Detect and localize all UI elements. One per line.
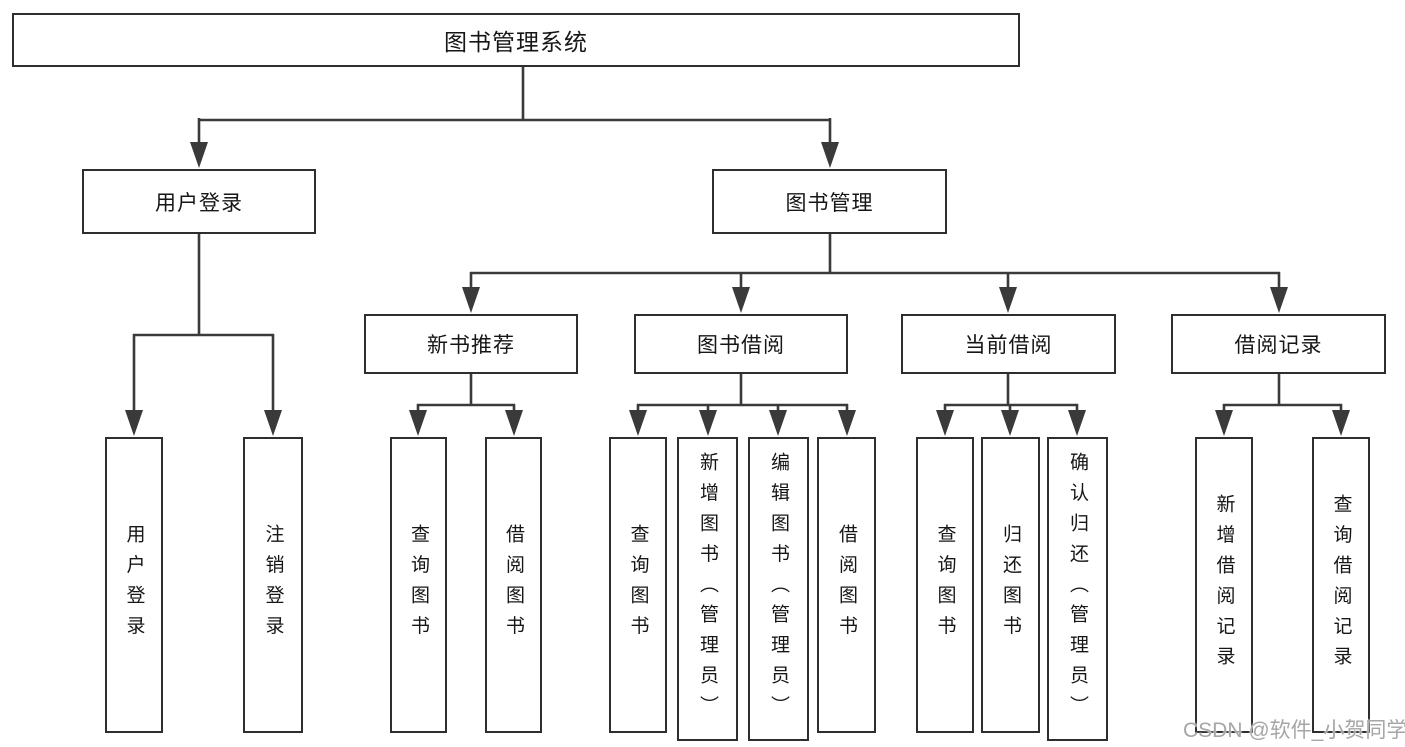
node-new-book-recommend-label: 新书推荐: [427, 334, 515, 357]
node-current-borrow-label: 当前借阅: [964, 334, 1053, 357]
leaf-borrow-books-recommend-label: 借阅图书: [503, 524, 524, 646]
leaf-borrow-books-label: 借阅图书: [836, 524, 857, 646]
node-book-management-label: 图书管理: [785, 191, 874, 215]
node-new-book-recommend: 新书推荐: [364, 314, 578, 374]
leaf-borrow-books-recommend: 借阅图书: [485, 437, 542, 733]
connector-current-borrow-to-leaves: [936, 374, 1086, 436]
leaf-return-book-label: 归还图书: [1000, 524, 1021, 646]
leaf-query-books-borrow: 查询图书: [609, 437, 667, 733]
node-book-management: 图书管理: [712, 169, 947, 234]
leaf-user-login: 用户登录: [105, 437, 163, 733]
node-book-borrow-label: 图书借阅: [697, 334, 785, 357]
leaf-return-book: 归还图书: [981, 437, 1040, 733]
leaf-query-books-current: 查询图书: [916, 437, 974, 733]
node-user-login-group-label: 用户登录: [155, 191, 243, 215]
connector-book-borrow-to-leaves: [629, 374, 856, 436]
leaf-borrow-books: 借阅图书: [817, 437, 876, 733]
leaf-query-books-borrow-label: 查询图书: [627, 524, 649, 646]
leaf-logout-label: 注销登录: [262, 524, 284, 646]
leaf-query-borrow-record-label: 查询借阅记录: [1330, 493, 1352, 677]
node-root-system: 图书管理系统: [12, 13, 1020, 67]
leaf-query-books-recommend: 查询图书: [390, 437, 447, 733]
leaf-confirm-return-admin: 确认归还（管理员）: [1047, 437, 1108, 741]
node-current-borrow: 当前借阅: [901, 314, 1116, 374]
leaf-add-book-admin-label: 新增图书（管理员）: [697, 452, 718, 726]
watermark-text: CSDN @软件_小贺同学: [1183, 719, 1405, 742]
leaf-query-borrow-record: 查询借阅记录: [1312, 437, 1370, 733]
node-borrow-records: 借阅记录: [1171, 314, 1386, 374]
connector-borrow-records-to-leaves: [1215, 374, 1350, 436]
leaf-add-book-admin: 新增图书（管理员）: [677, 437, 738, 741]
connector-user-login-to-leaves: [125, 233, 282, 436]
connector-new-book-rec-to-leaves: [409, 374, 523, 436]
leaf-edit-book-admin-label: 编辑图书（管理员）: [768, 452, 789, 726]
leaf-query-books-recommend-label: 查询图书: [408, 524, 429, 646]
leaf-add-borrow-record-label: 新增借阅记录: [1213, 493, 1235, 677]
node-user-login-group: 用户登录: [82, 169, 316, 234]
leaf-logout: 注销登录: [243, 437, 303, 733]
leaf-user-login-label: 用户登录: [123, 524, 145, 646]
leaf-edit-book-admin: 编辑图书（管理员）: [748, 437, 809, 741]
node-book-borrow: 图书借阅: [634, 314, 848, 374]
node-root-label: 图书管理系统: [444, 29, 588, 55]
leaf-query-books-current-label: 查询图书: [934, 524, 956, 646]
node-borrow-records-label: 借阅记录: [1234, 334, 1323, 357]
connector-root-to-level2: [190, 67, 839, 168]
connector-book-mgmt-to-level3: [462, 233, 1288, 313]
leaf-confirm-return-admin-label: 确认归还（管理员）: [1067, 452, 1088, 726]
leaf-add-borrow-record: 新增借阅记录: [1195, 437, 1253, 733]
